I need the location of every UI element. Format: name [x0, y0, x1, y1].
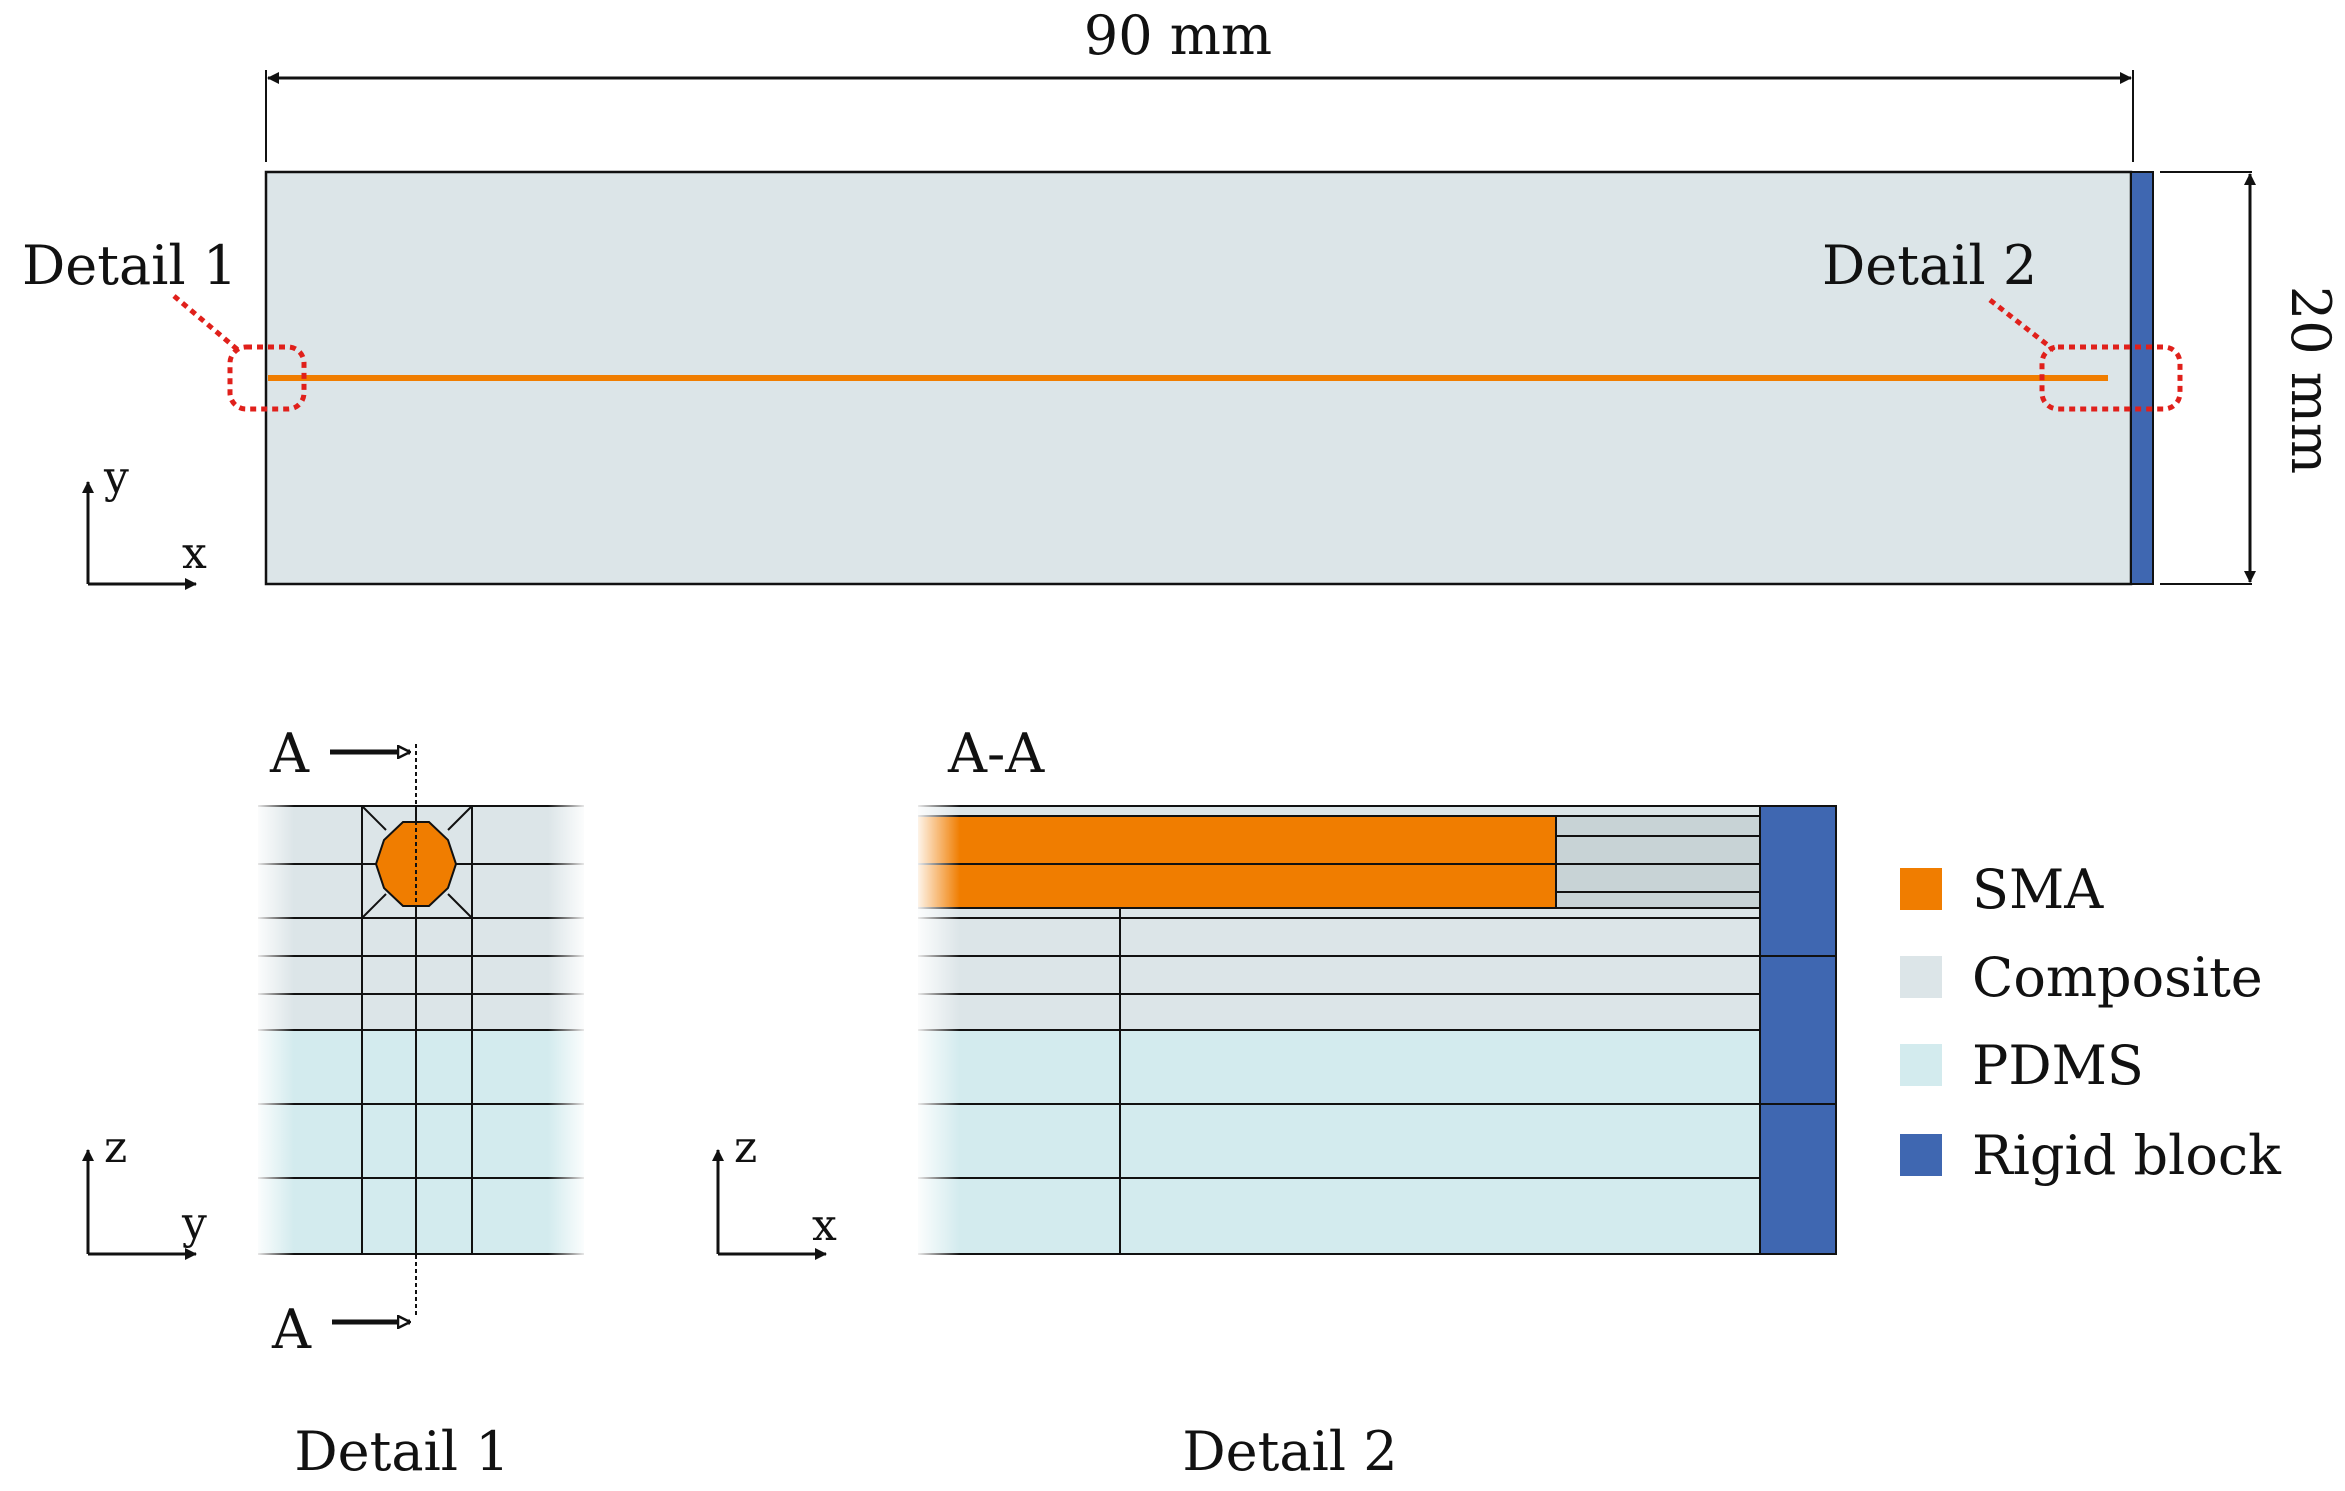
callout-leader-1 — [172, 294, 240, 352]
d2-sma-wire-section — [918, 816, 1556, 908]
d1-section-mark-bottom: A — [271, 1298, 312, 1361]
legend: SMA Composite PDMS Rigid block — [1900, 858, 2282, 1187]
legend-swatch-sma — [1900, 868, 1942, 910]
detail-1: A A y z Detail 1 — [82, 722, 588, 1483]
callout-box-1 — [227, 344, 307, 412]
d2-rigid-block — [1759, 805, 1837, 1255]
d2-axis-z-label: z — [734, 1122, 757, 1173]
detail-2: A-A — [712, 722, 1837, 1483]
width-dimension-label: 90 mm — [1084, 4, 1272, 67]
d2-axis-x-label: x — [812, 1200, 837, 1251]
d2-caption: Detail 2 — [1182, 1420, 1397, 1483]
d1-axis-z-label: z — [104, 1122, 127, 1173]
d2-section-title: A-A — [947, 722, 1045, 785]
rigid-block-top — [2130, 171, 2154, 585]
callout-leader-2 — [1988, 298, 2056, 352]
legend-swatch-rigid-block — [1900, 1134, 1942, 1176]
callout-label-1: Detail 1 — [22, 234, 237, 297]
height-dimension-label: 20 mm — [2279, 286, 2342, 474]
legend-label-pdms: PDMS — [1972, 1034, 2144, 1097]
d2-horizontal-mesh — [918, 805, 1760, 1255]
legend-label-composite: Composite — [1972, 946, 2263, 1009]
d1-caption: Detail 1 — [294, 1420, 509, 1483]
d1-section-mark-top: A — [269, 722, 310, 785]
d1-axis-y-label: y — [181, 1198, 207, 1249]
axis-x-label: x — [182, 528, 207, 579]
axis-y-label: y — [103, 452, 129, 503]
legend-swatch-pdms — [1900, 1044, 1942, 1086]
callout-box-2 — [2039, 344, 2183, 412]
d1-fade-right — [548, 800, 588, 1260]
callout-label-2: Detail 2 — [1822, 234, 2037, 297]
d1-pdms-region — [258, 1030, 584, 1254]
d2-pdms-region — [918, 1030, 1760, 1254]
d2-fade-left — [914, 800, 960, 1260]
top-view: 90 mm 20 mm Detail 1 Detail 2 x y — [22, 4, 2342, 590]
d2-composite-end-region — [1556, 816, 1760, 908]
d1-horizontal-mesh — [258, 805, 584, 1255]
legend-label-rigid-block: Rigid block — [1972, 1124, 2282, 1187]
d1-fade-left — [254, 800, 294, 1260]
legend-label-sma: SMA — [1972, 858, 2104, 921]
legend-swatch-composite — [1900, 956, 1942, 998]
